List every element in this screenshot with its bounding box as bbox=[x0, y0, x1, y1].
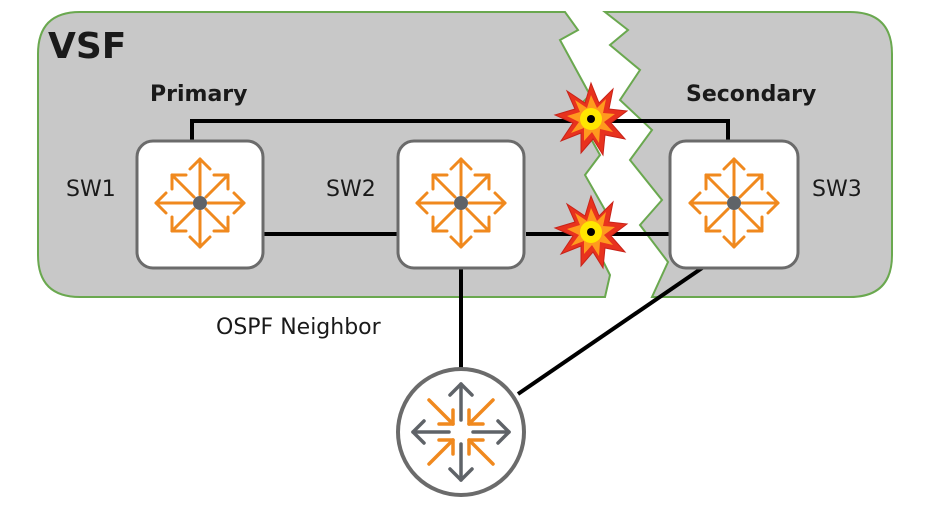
router-ospf-neighbor[interactable] bbox=[396, 367, 526, 497]
link-sw3-router bbox=[516, 264, 707, 396]
vsf-title: VSF bbox=[48, 26, 126, 67]
sw1-label: SW1 bbox=[66, 177, 116, 202]
switch-sw3[interactable] bbox=[668, 139, 800, 270]
ospf-neighbor-label: OSPF Neighbor bbox=[216, 315, 382, 340]
sw3-label: SW3 bbox=[812, 177, 862, 202]
switch-sw2[interactable] bbox=[396, 139, 526, 270]
router-icon bbox=[411, 382, 511, 482]
switch-sw1[interactable] bbox=[135, 139, 265, 270]
primary-role-label: Primary bbox=[150, 82, 247, 107]
links bbox=[190, 119, 730, 396]
secondary-role-label: Secondary bbox=[686, 82, 816, 107]
link-sw1-sw3 bbox=[190, 119, 730, 143]
sw2-label: SW2 bbox=[326, 177, 376, 202]
